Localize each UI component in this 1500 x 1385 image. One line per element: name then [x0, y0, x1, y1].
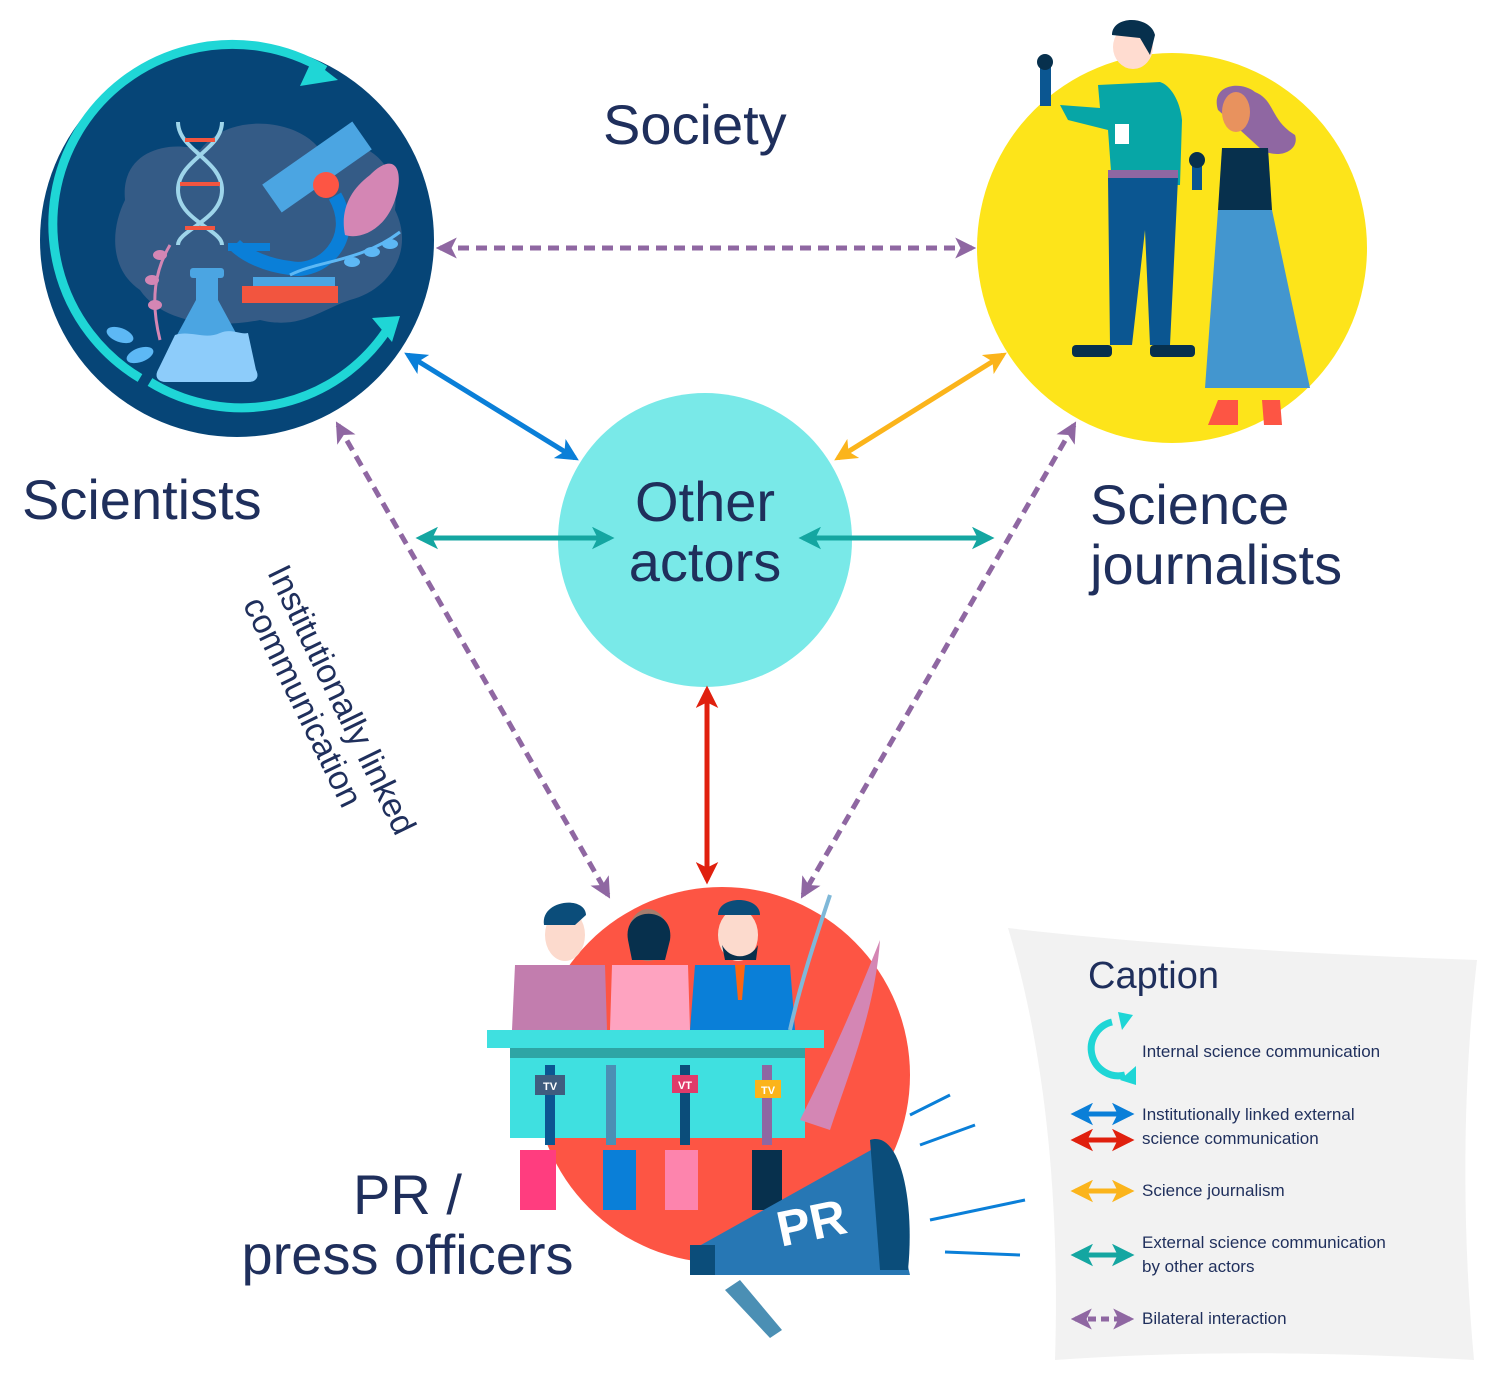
mic-label-tv: TV — [543, 1081, 558, 1093]
press-officer-figures — [512, 900, 795, 1030]
other-actors-label: Other actors — [575, 470, 835, 594]
edge-scientists-other — [404, 352, 579, 461]
other-actors-circle — [558, 393, 852, 687]
legend-item-other-actors-1: External science communication — [1142, 1233, 1386, 1252]
pr-label-line2: press officers — [241, 1223, 574, 1287]
leaf-decoration — [106, 163, 401, 364]
journalists-label-line2: journalists — [1090, 533, 1343, 597]
edges — [335, 237, 1077, 899]
society-title: Society — [603, 93, 787, 156]
megaphone-icon: PR — [690, 1093, 1026, 1338]
scientists-node — [40, 39, 434, 437]
pr-label: PR / press officers — [215, 1163, 600, 1287]
legend-item-other-actors-2: by other actors — [1142, 1257, 1255, 1276]
caption-title: Caption — [1088, 955, 1219, 997]
scientists-label: Scientists — [22, 468, 262, 531]
legend-item-internal: Internal science communication — [1142, 1042, 1381, 1061]
edge-journalists-other — [834, 352, 1007, 461]
journalists-node — [977, 20, 1367, 443]
dna-icon — [175, 121, 225, 246]
pr-node: TV VT TV PR — [487, 887, 1026, 1338]
mic-label-vt: VT — [678, 1080, 692, 1092]
arrowhead-bottom — [372, 316, 400, 342]
caption-panel — [1008, 928, 1477, 1360]
internal-communication-arrow-top — [48, 39, 328, 382]
edge-journalists-pr — [800, 421, 1077, 899]
journalists-label: Science journalists — [1090, 473, 1343, 597]
other-actors-label-line2: actors — [628, 530, 782, 594]
legend-item-journalism: Science journalism — [1142, 1181, 1285, 1200]
other-actors-label-line1: Other — [634, 470, 776, 533]
mic-label-tv-2: TV — [761, 1085, 776, 1097]
microphones: TV VT TV — [520, 1065, 782, 1210]
pr-label-line1: PR / — [353, 1163, 462, 1226]
female-journalist-figure — [1189, 85, 1310, 425]
legend-internal-icon — [1087, 1012, 1136, 1085]
internal-communication-arrow-bottom — [147, 319, 396, 413]
legend-item-bilateral: Bilateral interaction — [1142, 1309, 1287, 1328]
edge-scientists-pr — [335, 421, 611, 899]
feather-decoration — [788, 894, 880, 1130]
microscope-icon — [228, 121, 372, 303]
journalists-label-line1: Science — [1090, 473, 1290, 536]
male-journalist-figure — [1037, 20, 1195, 357]
legend-item-institutional-1: Institutionally linked external — [1142, 1105, 1355, 1124]
flask-icon — [156, 268, 258, 382]
arrowhead-top — [300, 60, 338, 86]
legend-item-institutional-2: science communication — [1142, 1129, 1319, 1148]
